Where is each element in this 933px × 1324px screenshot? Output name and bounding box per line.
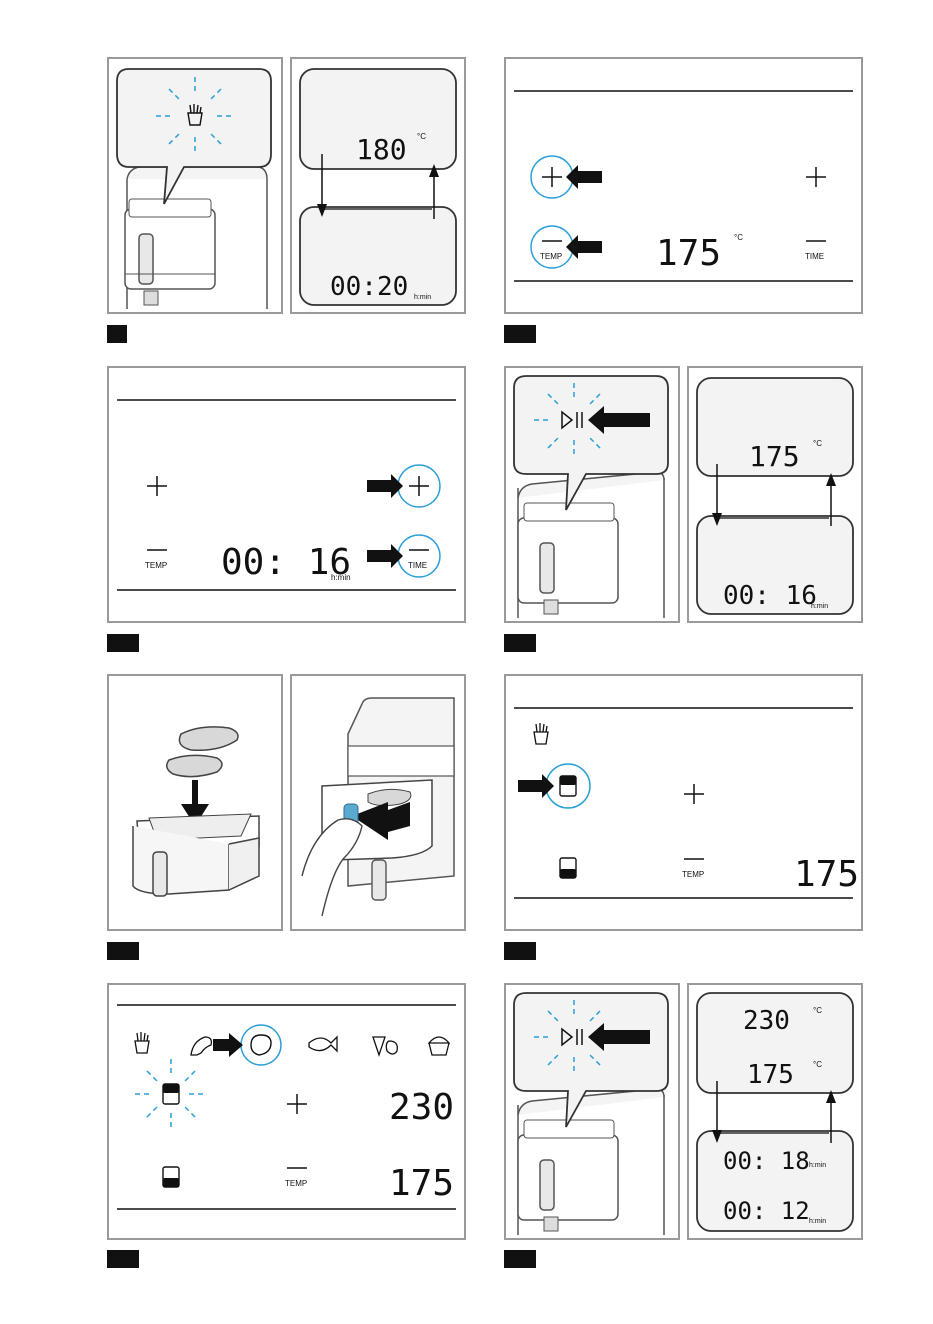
temp-bottom-readout: 175: [389, 1163, 454, 1204]
hmin-unit: h:min: [809, 1162, 826, 1169]
step-5-basket-panel: [107, 674, 283, 931]
step-7-control-panel: 230 TEMP 175: [107, 983, 466, 1240]
time-top-readout: 00: 18: [723, 1147, 810, 1175]
time-readout: 00:20: [330, 272, 408, 302]
control-panel-diagram: TEMP 175: [506, 676, 861, 929]
time-readout: 00: 16: [723, 581, 817, 611]
step-badge: [107, 1250, 139, 1268]
control-panel-diagram: TEMP 00: 16 h:min TIME: [109, 368, 464, 621]
hmin-unit: h:min: [414, 294, 431, 301]
control-panel-diagram: TEMP 175 °C TIME: [506, 59, 861, 312]
step-badge: [107, 634, 139, 652]
step-badge: [504, 1250, 536, 1268]
drawer-bottom-icon: [560, 858, 576, 878]
plus-icon: [287, 1094, 307, 1114]
insert-illustration: [292, 676, 464, 929]
temp-top-readout: 230: [389, 1087, 454, 1128]
steak-icon: [251, 1035, 271, 1055]
basket-illustration: [109, 676, 281, 929]
step-5-insert-panel: [290, 674, 466, 931]
plus-icon: [806, 167, 826, 187]
arrow-icon: [213, 1033, 243, 1057]
drawer-top-icon: [560, 776, 576, 796]
fryer-illustration: [506, 985, 678, 1238]
drawer-top-icon: [163, 1084, 179, 1104]
plus-icon: [684, 784, 704, 804]
step-8-fryer-panel: [504, 983, 680, 1240]
step-2-control-panel: TEMP 175 °C TIME: [504, 57, 863, 314]
arrow-icon: [518, 774, 554, 798]
step-badge: [504, 942, 536, 960]
step-badge: [107, 325, 127, 343]
celsius-unit: °C: [417, 132, 426, 141]
time-bottom-readout: 00: 12: [723, 1197, 810, 1225]
temp-label: TEMP: [682, 870, 704, 879]
arrow-icon: [367, 474, 403, 498]
temp-top-readout: 230: [743, 1006, 790, 1036]
fish-icon: [309, 1037, 337, 1051]
hmin-unit: h:min: [811, 603, 828, 610]
chicken-leg-icon: [191, 1037, 211, 1055]
temp-label: TEMP: [285, 1179, 307, 1188]
fries-icon: [534, 723, 548, 744]
steak-icon: [179, 727, 238, 750]
step-6-control-panel: TEMP 175: [504, 674, 863, 931]
plus-icon: [147, 476, 167, 496]
step-1-fryer-panel: [107, 57, 283, 314]
control-panel-diagram: 230 TEMP 175: [109, 985, 464, 1238]
step-4-fryer-panel: [504, 366, 680, 623]
step-8-display-panel: 230 °C 175 °C 00: 18 h:min 00: 12 h:min: [687, 983, 863, 1240]
step-badge: [107, 942, 139, 960]
vegetables-icon: [373, 1037, 397, 1055]
fries-icon: [135, 1032, 149, 1053]
fryer-illustration: [109, 59, 281, 312]
step-1-display-panel: 180 °C 00:20 h:min: [290, 57, 466, 314]
muffin-icon: [429, 1037, 449, 1055]
temp-readout: 175: [749, 440, 800, 473]
step-badge: [504, 325, 536, 343]
time-label: TIME: [805, 252, 824, 261]
drawer-bottom-icon: [163, 1167, 179, 1187]
step-4-display-panel: 175 °C 00: 16 h:min: [687, 366, 863, 623]
time-label: TIME: [408, 561, 427, 570]
display-toggle-diagram: 180 °C 00:20 h:min: [292, 59, 464, 312]
display-toggle-diagram: 230 °C 175 °C 00: 18 h:min 00: 12 h:min: [689, 985, 861, 1238]
celsius-unit: °C: [813, 439, 822, 448]
temp-readout: 175: [794, 854, 859, 895]
hmin-unit: h:min: [809, 1218, 826, 1225]
celsius-unit: °C: [813, 1006, 822, 1015]
display-toggle-diagram: 175 °C 00: 16 h:min: [689, 368, 861, 621]
fryer-illustration: [506, 368, 678, 621]
celsius-unit: °C: [813, 1060, 822, 1069]
step-3-control-panel: TEMP 00: 16 h:min TIME: [107, 366, 466, 623]
temp-label: TEMP: [540, 252, 562, 261]
step-badge: [504, 634, 536, 652]
arrow-icon: [367, 544, 403, 568]
hmin-unit: h:min: [331, 573, 351, 582]
temp-readout: 180: [356, 133, 407, 166]
temp-bottom-readout: 175: [747, 1060, 794, 1090]
celsius-unit: °C: [734, 233, 743, 242]
temp-readout: 175: [656, 233, 721, 274]
steak-icon: [167, 755, 222, 776]
plus-icon: [542, 167, 562, 187]
temp-label: TEMP: [145, 561, 167, 570]
plus-icon: [409, 476, 429, 496]
